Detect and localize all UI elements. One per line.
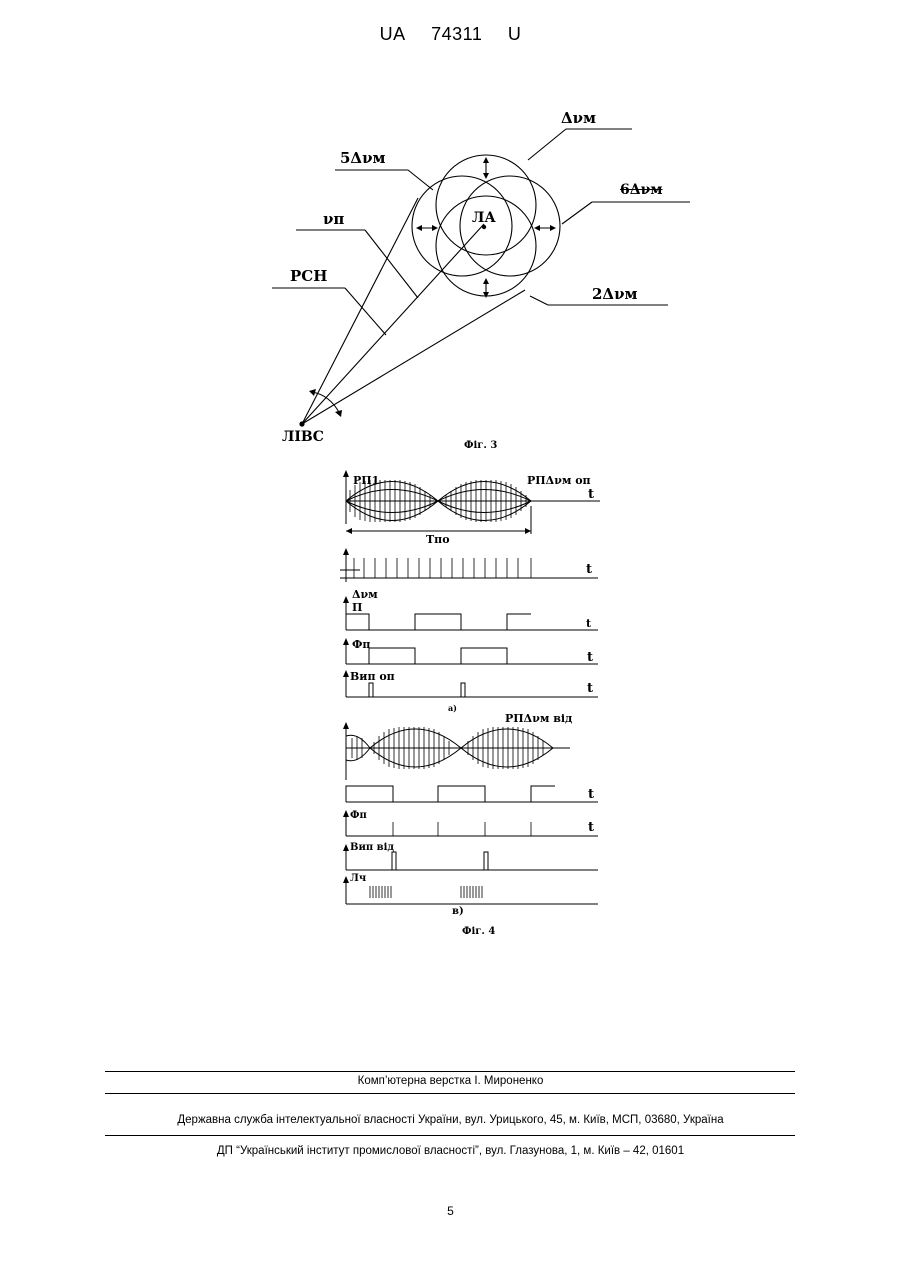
label-delta-nu-m: Δνм: [352, 588, 378, 601]
label-tpo: Тпо: [426, 533, 450, 546]
footer-rule-2: [105, 1093, 795, 1094]
footer-rule-1: [105, 1071, 795, 1072]
footer-layout-credit: Комп’ютерна верстка І. Мироненко: [0, 1075, 901, 1087]
label-fp-b: Фп: [350, 810, 367, 821]
axis-t-6: t: [588, 787, 594, 802]
label-fp: Фп: [352, 638, 371, 651]
label-sub-a: а): [448, 703, 457, 713]
axis-t-1: t: [588, 487, 594, 502]
page-number: 5: [0, 1204, 901, 1218]
label-lch: Лч: [350, 873, 366, 884]
label-vip-op: Вип оп: [350, 670, 395, 683]
axis-t-7: t: [588, 820, 594, 835]
axis-t-3: t: [586, 617, 591, 630]
fig4-caption: Фіг. 4: [462, 926, 495, 937]
axis-t-4: t: [587, 650, 593, 665]
label-vip-vid: Вип від: [350, 842, 394, 853]
footer-rule-3: [105, 1135, 795, 1136]
footer-institute-address: ДП “Український інститут промислової вла…: [0, 1145, 901, 1157]
label-rp-vid: РПΔνм від: [505, 712, 572, 725]
axis-t-5: t: [587, 681, 593, 696]
label-rp1: РП1: [353, 474, 379, 487]
label-sub-b: в): [452, 906, 464, 917]
axis-t-2: t: [586, 562, 592, 577]
label-rp-op: РПΔνм оп: [527, 474, 591, 487]
label-p: П: [352, 601, 362, 614]
footer-service-address: Державна служба інтелектуальної власност…: [0, 1114, 901, 1126]
